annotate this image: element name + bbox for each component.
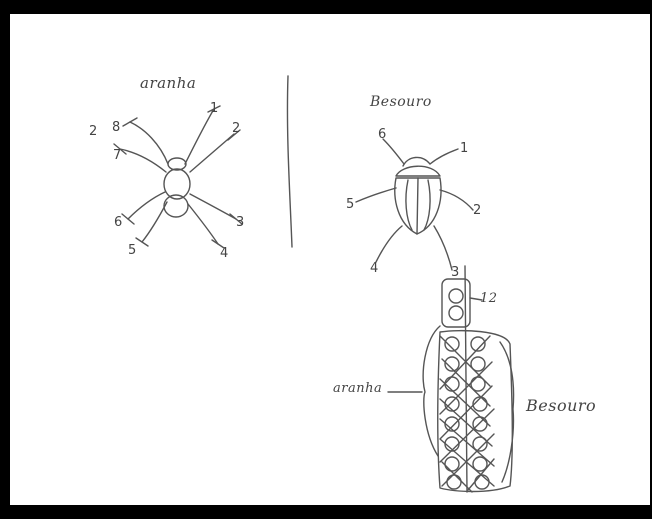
center-line: [465, 266, 467, 492]
spider-drawing: 2 8 7 1 2 6 5 3 4: [89, 101, 244, 261]
count-pointer: [470, 298, 482, 300]
beetle-leg-1: [430, 149, 458, 164]
beetle-leg-number-5: 5: [346, 197, 354, 212]
beetle-leg-5: [356, 188, 396, 202]
spider-leg-8: [130, 122, 168, 164]
spider-leg-number-6: 6: [114, 215, 122, 230]
beetle-leg-3: [434, 226, 452, 270]
beetle-leg-number-4: 4: [370, 261, 378, 276]
beetle-leg-number-6: 6: [378, 127, 386, 142]
beetle-leg-6: [383, 139, 404, 164]
top-circle-2: [449, 306, 463, 320]
spider-leg-number-7: 7: [113, 148, 121, 163]
beetle-leg-number-3: 3: [451, 265, 459, 280]
beetle-leg-4: [376, 226, 402, 262]
spider-leg-number-2: 2: [89, 124, 97, 139]
paper-sheet: aranha Besouro aranha Besouro 12: [10, 14, 650, 505]
spider-leg-7: [120, 149, 166, 172]
top-circle-1: [449, 289, 463, 303]
beetle-leg-number-2: 2: [473, 203, 481, 218]
pencil-drawing: 2 8 7 1 2 6 5 3 4: [10, 14, 650, 505]
beetle-drawing: 6 1 5 2 4 3: [346, 127, 481, 280]
beetle-pronotum: [396, 166, 440, 176]
beetle-leg-2: [440, 190, 473, 210]
divider-line: [287, 76, 292, 247]
spider-leg-number-5: 5: [128, 243, 136, 258]
beetle-head: [403, 157, 430, 166]
beetle-elytra-lines: [406, 178, 430, 234]
spider-leg-number-3: 3: [236, 215, 244, 230]
spider-leg-5: [142, 202, 167, 242]
spider-leg-number-8: 8: [112, 120, 120, 135]
spider-head: [168, 158, 186, 170]
spider-leg-number-4: 4: [220, 246, 228, 261]
spider-leg-number-1: 1: [210, 101, 218, 116]
count-diagram: [388, 266, 514, 492]
spider-leg-4: [188, 204, 218, 244]
spider-leg-number-2b: 2: [232, 121, 240, 136]
spider-cross-marks: [114, 106, 242, 248]
beetle-leg-number-1: 1: [460, 141, 468, 156]
